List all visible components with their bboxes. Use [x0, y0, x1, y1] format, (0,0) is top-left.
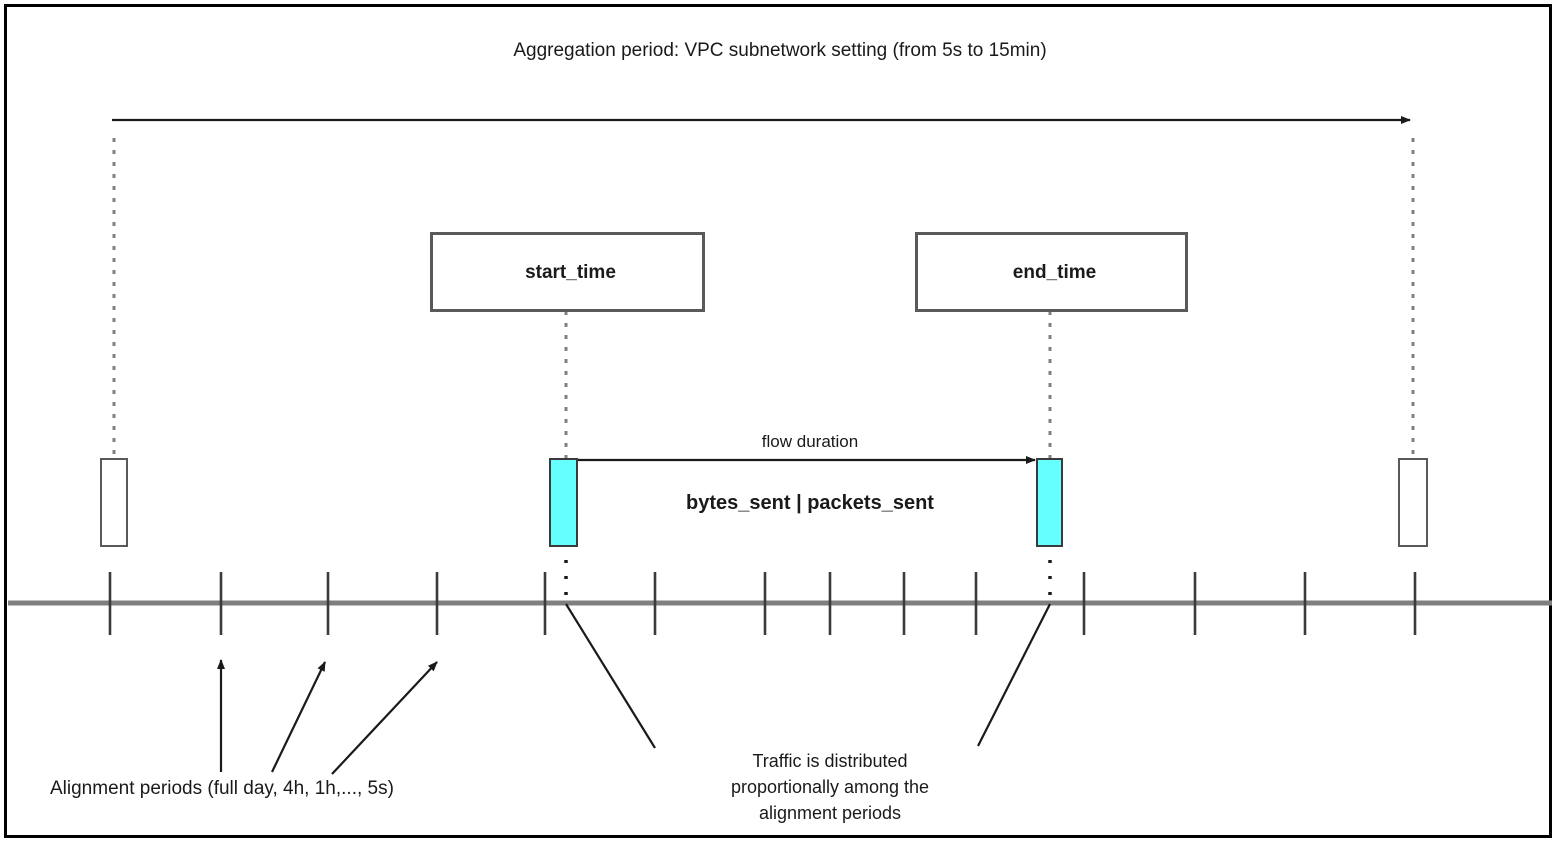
aggregation-end-marker: [1398, 458, 1428, 547]
alignment-callout-arrow-3: [331, 661, 438, 775]
alignment-callout-arrow-2: [271, 661, 326, 773]
end-time-box: end_time: [915, 232, 1188, 312]
traffic-distribution-note: Traffic is distributed proportionally am…: [690, 748, 970, 826]
aggregation-period-title: Aggregation period: VPC subnetwork setti…: [513, 40, 1047, 61]
traffic-note-leader-left: [565, 603, 656, 749]
alignment-periods-caption: Alignment periods (full day, 4h, 1h,...,…: [50, 778, 394, 799]
flow-duration-label: flow duration: [761, 432, 859, 451]
diagram-frame: [4, 4, 1552, 838]
traffic-note-leader-right: [977, 603, 1051, 747]
traffic-note-line-2: proportionally among the: [730, 777, 930, 797]
timeline-ticks: [108, 572, 1417, 635]
flow-metrics-label: bytes_sent | packets_sent: [686, 492, 934, 514]
start-time-box-label: start_time: [525, 262, 616, 283]
start-time-box: start_time: [430, 232, 705, 312]
flow-start-marker: [549, 458, 578, 547]
aggregation-start-marker: [100, 458, 128, 547]
end-time-box-label: end_time: [1012, 262, 1097, 283]
traffic-note-line-3: alignment periods: [758, 803, 902, 823]
flow-end-marker: [1036, 458, 1063, 547]
traffic-note-line-1: Traffic is distributed: [752, 751, 908, 771]
